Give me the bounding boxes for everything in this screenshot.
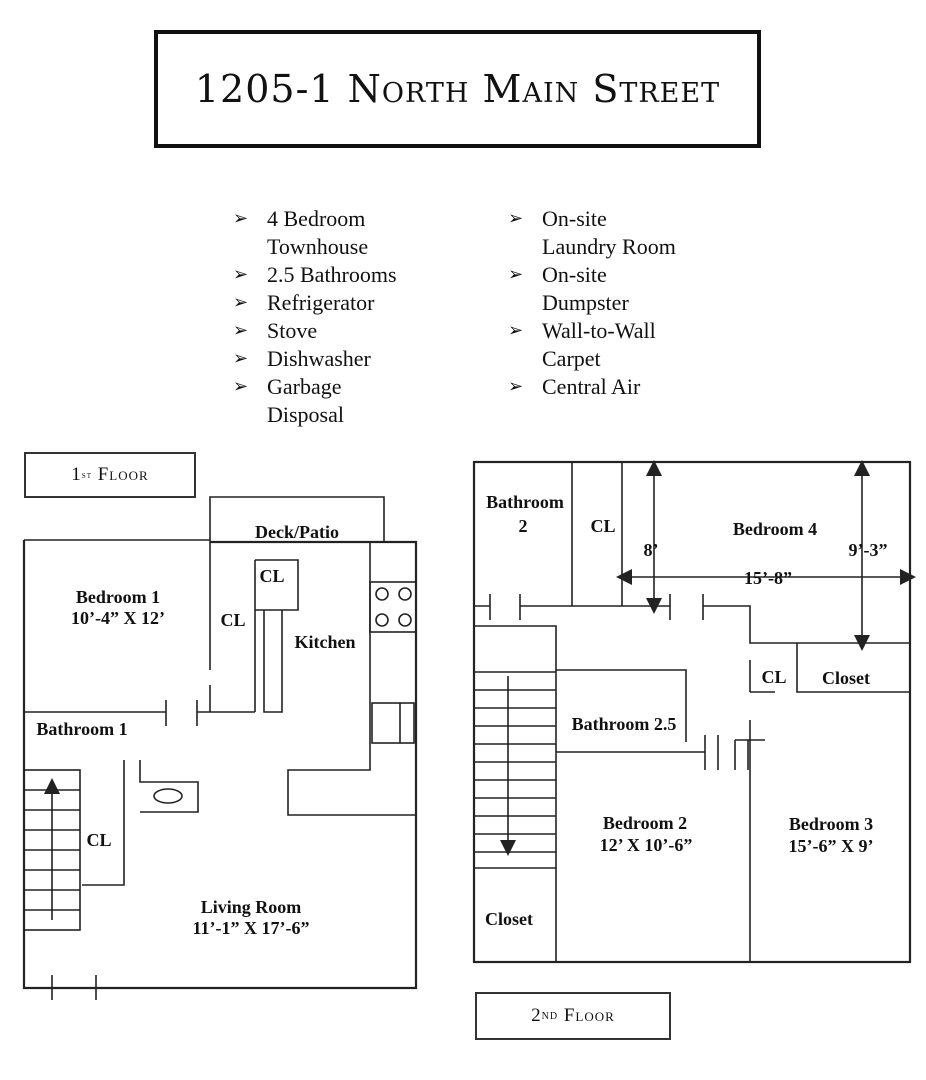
closet-label: CL: [761, 667, 786, 687]
closet-label: CL: [220, 610, 245, 630]
arrow-bullet-icon: ➢: [233, 292, 249, 313]
stove-burner: [398, 613, 412, 627]
closet-label: CL: [590, 516, 615, 536]
feature-item: ➢Central Air: [508, 374, 641, 399]
stove-burner: [375, 587, 389, 601]
bedroom2-label: Bedroom 2: [603, 813, 687, 833]
kitchen-wall: [287, 542, 416, 816]
floor1-stairs: [23, 769, 81, 931]
arrow-bullet-icon: ➢: [508, 208, 524, 229]
arrow-bullet-icon: ➢: [233, 376, 249, 397]
closet-label: CL: [259, 566, 284, 586]
deck-patio-outline: [209, 496, 385, 542]
arrow-bullet-icon: ➢: [233, 320, 249, 341]
kitchen-label: Kitchen: [295, 632, 356, 652]
bedroom2-dims: 12’ X 10’-6”: [600, 835, 693, 855]
floor2-plan: [472, 460, 916, 964]
arrow-bullet-icon: ➢: [233, 348, 249, 369]
bathroom2-label-num: 2: [519, 516, 528, 536]
title-box: 1205-1 North Main Street: [154, 30, 761, 148]
bedroom1-label: Bedroom 1: [76, 587, 160, 607]
arrow-bullet-icon: ➢: [508, 264, 524, 285]
closet-label: Closet: [485, 909, 533, 929]
stove: [369, 581, 417, 633]
floor1-plan: [22, 496, 418, 1000]
feature-item: ➢Refrigerator: [233, 290, 375, 315]
arrow-bullet-icon: ➢: [233, 208, 249, 229]
feature-item: ➢Dishwasher: [233, 346, 371, 371]
page-title: 1205-1 North Main Street: [194, 67, 721, 111]
bathroom1-wall: [139, 760, 199, 813]
bathroom2-label: Bathroom: [486, 492, 564, 512]
feature-item: ➢Stove: [233, 318, 318, 343]
toilet: [153, 788, 183, 804]
closet-label: Closet: [822, 668, 870, 688]
feature-item: ➢2.5 Bathrooms: [233, 262, 397, 287]
bedroom4-label: Bedroom 4: [733, 519, 817, 539]
bathroom1-label: Bathroom 1: [36, 719, 127, 739]
bathroom2-5-label: Bathroom 2.5: [572, 714, 677, 734]
living-room-dims: 11’-1” X 17’-6”: [193, 918, 310, 938]
bedroom3-dims: 15’-6” X 9’: [789, 836, 874, 856]
dim-label-9-3: 9’-3”: [849, 540, 888, 560]
sink: [371, 702, 415, 744]
closet-wall: [572, 462, 670, 607]
stove-burner: [398, 587, 412, 601]
front-door: [51, 975, 97, 1000]
stove-burner: [375, 613, 389, 627]
deck-patio-label: Deck/Patio: [255, 522, 339, 542]
arrow-bullet-icon: ➢: [508, 376, 524, 397]
floor2-stairs: [474, 671, 556, 869]
bedroom1-dims: 10’-4” X 12’: [71, 608, 165, 628]
arrow-bullet-icon: ➢: [233, 264, 249, 285]
dim-label-8: 8’: [644, 540, 659, 560]
closet-label: CL: [86, 830, 111, 850]
dim-label-15-8: 15’-8”: [744, 568, 792, 588]
arrow-bullet-icon: ➢: [508, 320, 524, 341]
floor2-outer-wall: [472, 460, 912, 964]
living-room-label: Living Room: [201, 897, 302, 917]
bedroom3-label: Bedroom 3: [789, 814, 873, 834]
